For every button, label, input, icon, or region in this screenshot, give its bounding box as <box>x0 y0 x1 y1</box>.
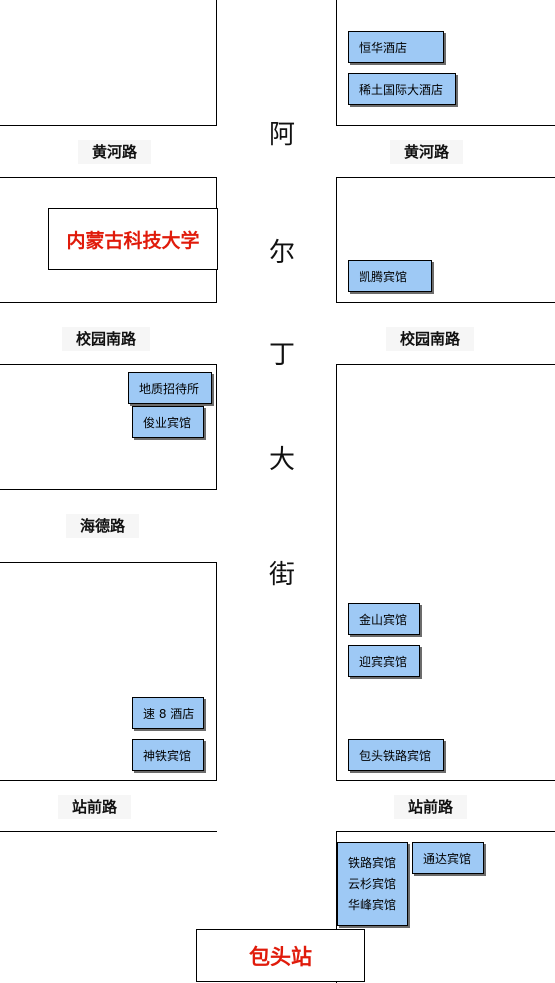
hotel-huafeng: 华峰宾馆 <box>348 897 397 912</box>
hotel-baotou-tielu: 包头铁路宾馆 <box>348 739 444 771</box>
block-right-3 <box>336 364 555 781</box>
hotel-jinshan: 金山宾馆 <box>348 603 420 635</box>
left-bottom-line <box>0 831 217 832</box>
hotel-tongda: 通达宾馆 <box>412 842 484 874</box>
road-label-xiaoyuan-right: 校园南路 <box>386 327 475 351</box>
road-label-huanghe-left: 黄河路 <box>78 140 152 164</box>
main-street-char-3: 丁 <box>268 340 295 370</box>
hotel-yunshan: 云杉宾馆 <box>348 876 397 891</box>
hotel-group-near-station: 铁路宾馆 云杉宾馆 华峰宾馆 <box>337 842 408 926</box>
main-street-char-1: 阿 <box>268 120 295 150</box>
hotel-henghua: 恒华酒店 <box>348 31 444 63</box>
station-label: 包头站 <box>196 929 365 982</box>
hotel-su8: 速 8 酒店 <box>132 697 204 729</box>
hotel-kaiteng: 凯腾宾馆 <box>348 260 432 292</box>
block-left-4 <box>0 562 217 781</box>
road-label-zhanqian-right: 站前路 <box>394 795 468 819</box>
road-label-zhanqian-left: 站前路 <box>58 795 132 819</box>
main-street-char-5: 街 <box>268 560 295 590</box>
hotel-junye: 俊业宾馆 <box>132 406 204 438</box>
block-right-4 <box>336 831 555 983</box>
hotel-xitu: 稀土国际大酒店 <box>348 73 456 105</box>
hotel-shentie: 神铁宾馆 <box>132 739 204 771</box>
road-label-huanghe-right: 黄河路 <box>390 140 464 164</box>
hotel-dizhi: 地质招待所 <box>128 372 212 404</box>
hotel-yingbin: 迎宾宾馆 <box>348 645 420 677</box>
block-right-1 <box>336 0 555 126</box>
block-right-2 <box>336 177 555 303</box>
block-left-3 <box>0 364 217 490</box>
main-street-char-2: 尔 <box>268 238 295 268</box>
road-label-xiaoyuan-left: 校园南路 <box>62 327 151 351</box>
university-label: 内蒙古科技大学 <box>48 208 218 270</box>
road-label-haide: 海德路 <box>66 514 140 538</box>
hotel-tielu: 铁路宾馆 <box>348 855 397 870</box>
main-street-char-4: 大 <box>268 445 295 475</box>
block-left-1 <box>0 0 217 126</box>
